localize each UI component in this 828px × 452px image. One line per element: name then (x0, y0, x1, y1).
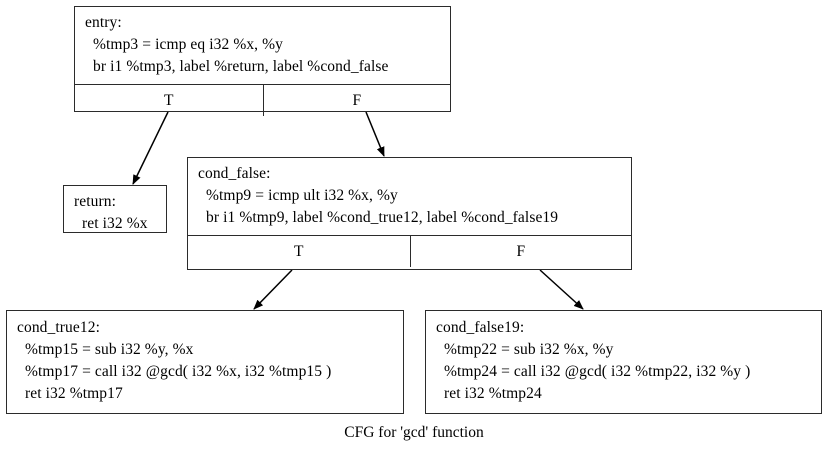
node-entry-ports: T F (75, 84, 450, 116)
node-cond-false-ports: T F (188, 235, 631, 267)
code-line: %tmp24 = call i32 @gcd( i32 %tmp22, i32 … (444, 363, 751, 380)
code-line: %tmp22 = sub i32 %x, %y (444, 341, 614, 358)
node-return[interactable]: return: ret i32 %x (63, 185, 167, 233)
code-line: %tmp3 = icmp eq i32 %x, %y (93, 36, 283, 53)
port-cond-false-true[interactable]: T (294, 242, 304, 260)
node-cond-false-body: cond_false: %tmp9 = icmp ult i32 %x, %y … (188, 158, 631, 235)
code-line: ret i32 %tmp24 (444, 385, 542, 402)
node-cond-true12[interactable]: cond_true12: %tmp15 = sub i32 %y, %x %tm… (6, 310, 404, 414)
code-line: cond_false: (198, 165, 271, 182)
edge-entry-true-to-return (132, 111, 169, 185)
diagram-caption: CFG for 'gcd' function (344, 424, 484, 441)
code-line: return: (74, 193, 117, 210)
code-line: ret i32 %tmp17 (25, 385, 123, 402)
code-line: cond_false19: (436, 319, 525, 336)
node-cond-true12-body: cond_true12: %tmp15 = sub i32 %y, %x %tm… (7, 311, 403, 411)
code-line: cond_true12: (17, 319, 100, 336)
code-line: %tmp15 = sub i32 %y, %x (25, 341, 194, 358)
port-cond-false-false[interactable]: F (409, 236, 632, 267)
edge-cond-false-true-to-cond-true12 (253, 269, 293, 310)
node-cond-false19-body: cond_false19: %tmp22 = sub i32 %x, %y %t… (426, 311, 821, 411)
node-return-body: return: ret i32 %x (64, 186, 166, 241)
node-cond-false[interactable]: cond_false: %tmp9 = icmp ult i32 %x, %y … (187, 157, 632, 270)
code-line: br i1 %tmp3, label %return, label %cond_… (93, 58, 389, 75)
code-line: entry: (85, 14, 122, 31)
port-entry-true[interactable]: T (164, 91, 174, 109)
node-entry[interactable]: entry: %tmp3 = icmp eq i32 %x, %y br i1 … (74, 6, 451, 116)
node-entry-body: entry: %tmp3 = icmp eq i32 %x, %y br i1 … (75, 7, 450, 84)
code-line: br i1 %tmp9, label %cond_true12, label %… (206, 209, 559, 226)
code-line: ret i32 %x (82, 215, 148, 232)
node-cond-false19[interactable]: cond_false19: %tmp22 = sub i32 %x, %y %t… (425, 310, 822, 414)
code-line: %tmp17 = call i32 @gcd( i32 %x, i32 %tmp… (25, 363, 332, 380)
port-entry-false[interactable]: F (262, 85, 451, 116)
edge-cond-false-false-to-cond-false19 (539, 269, 584, 310)
code-line: %tmp9 = icmp ult i32 %x, %y (206, 187, 398, 204)
edge-entry-false-to-cond-false (365, 111, 385, 157)
